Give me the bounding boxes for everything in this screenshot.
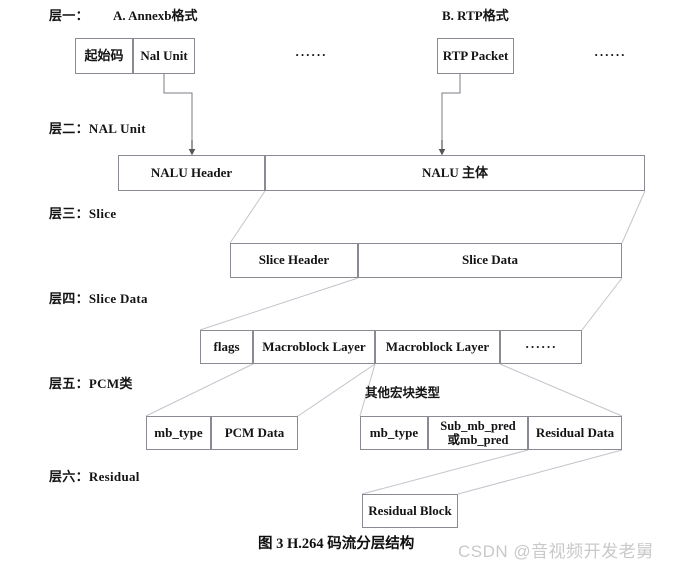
arrow-nalunit-to-naluheader: [163, 74, 196, 156]
box-start-code[interactable]: 起始码: [75, 38, 133, 74]
box-pcm-mb-type[interactable]: mb_type: [146, 416, 211, 450]
layer-label-2: 层二：NAL Unit: [49, 121, 146, 136]
figure-caption: 图 3 H.264 码流分层结构: [258, 536, 415, 552]
box-nal-unit[interactable]: Nal Unit: [133, 38, 195, 74]
box-pcm-data[interactable]: PCM Data: [211, 416, 298, 450]
ellipsis-rtp-more: ······: [594, 47, 627, 62]
expansion-macroblock1-to-pcmrow: [145, 363, 376, 417]
ellipsis-annexb-more: ······: [295, 47, 328, 62]
box-sub-mb-pred-line2: 或mb_pred: [447, 433, 509, 447]
box-nalu-body[interactable]: NALU 主体: [265, 155, 645, 191]
expansion-residualdata-to-residualblock: [361, 449, 623, 495]
section-title-annexb: A. Annexb格式: [113, 8, 198, 23]
box-slice-data[interactable]: Slice Data: [358, 243, 622, 278]
box-residual-data[interactable]: Residual Data: [528, 416, 622, 450]
expansion-slicedata-to-macroblockrow: [199, 277, 623, 331]
layer-label-4: 层四：Slice Data: [49, 291, 148, 306]
box-macroblock-more[interactable]: ······: [500, 330, 582, 364]
box-residual-block[interactable]: Residual Block: [362, 494, 458, 528]
box-sub-mb-pred[interactable]: Sub_mb_pred 或mb_pred: [428, 416, 528, 450]
note-other-macroblock-types: 其他宏块类型: [365, 386, 441, 400]
layer-label-6: 层六：Residual: [49, 469, 140, 484]
expansion-nalubody-to-slice: [229, 190, 646, 244]
box-macroblock-layer-1[interactable]: Macroblock Layer: [253, 330, 375, 364]
box-rtp-packet[interactable]: RTP Packet: [437, 38, 514, 74]
layer-label-5: 层五：PCM类: [49, 376, 133, 391]
layer-label-3: 层三：Slice: [49, 206, 117, 221]
section-title-rtp: B. RTP格式: [442, 8, 509, 23]
arrow-rtppacket-to-nalubody: [438, 74, 461, 156]
box-slice-header[interactable]: Slice Header: [230, 243, 358, 278]
box-other-mb-type[interactable]: mb_type: [360, 416, 428, 450]
layer-label-1: 层一：: [49, 8, 89, 23]
box-nalu-header[interactable]: NALU Header: [118, 155, 265, 191]
box-sub-mb-pred-line1: Sub_mb_pred: [440, 419, 516, 433]
box-flags[interactable]: flags: [200, 330, 253, 364]
box-macroblock-layer-2[interactable]: Macroblock Layer: [375, 330, 500, 364]
watermark: CSDN @音视频开发老舅: [458, 542, 654, 561]
